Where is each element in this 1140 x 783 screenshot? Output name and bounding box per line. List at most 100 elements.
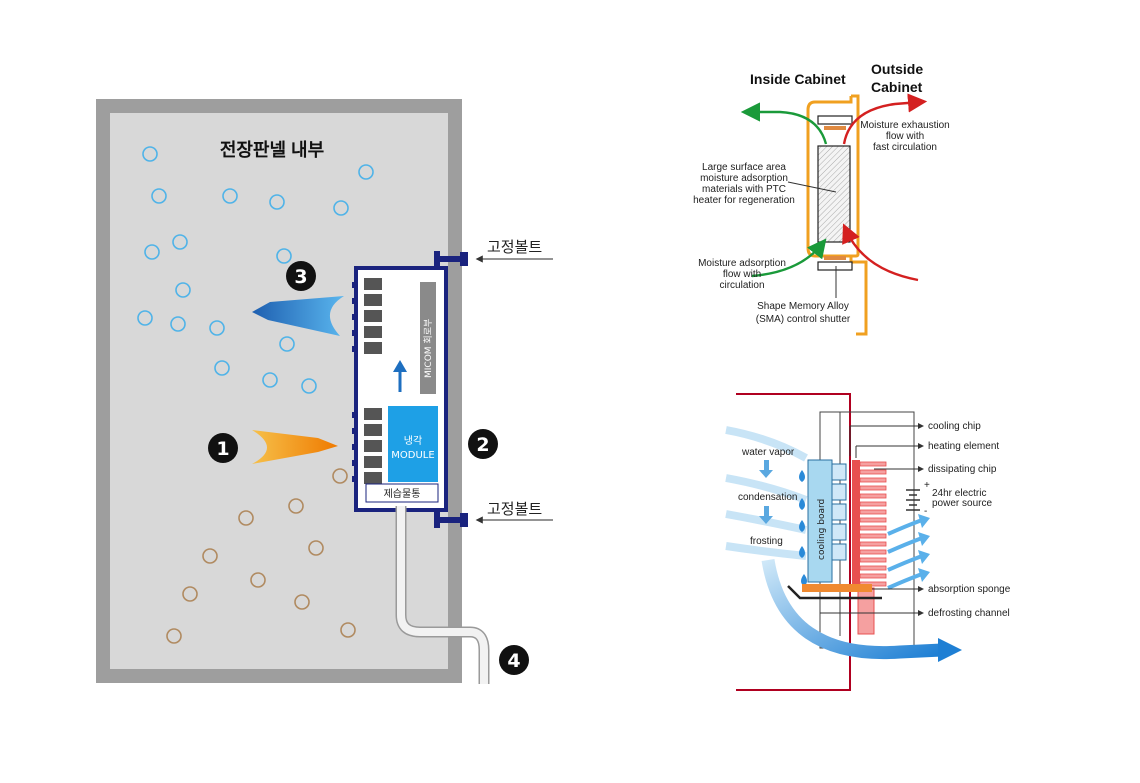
label-defrosting-channel: defrosting channel: [928, 608, 1010, 619]
svg-text:1: 1: [216, 438, 229, 460]
cooling-module-label-2: MODULE: [391, 450, 434, 461]
moist-air-bubble: [332, 468, 348, 484]
power-label-2: power source: [932, 498, 992, 509]
svg-text:flow with: flow with: [723, 269, 761, 280]
micom-board: [420, 282, 436, 394]
label-water-vapor: water vapor: [741, 447, 795, 458]
svg-text:Moisture adsorption: Moisture adsorption: [698, 258, 786, 269]
bottom-shutter: [817, 261, 853, 271]
fin: [859, 501, 887, 507]
dissipating-fins: [859, 461, 887, 587]
fin: [859, 573, 887, 579]
exhaust-label: Moisture exhaustion flow with fast circu…: [860, 120, 950, 153]
svg-text:Moisture exhaustion: Moisture exhaustion: [860, 120, 950, 131]
fin: [859, 541, 887, 547]
edge-ticks: [352, 282, 356, 482]
dry-air-bubble: [172, 234, 188, 250]
dry-air-bubble: [144, 244, 160, 260]
bolt-label-bottom: 고정볼트: [487, 500, 542, 518]
fin: [859, 533, 887, 539]
cabinet-wall-red: [736, 393, 851, 691]
svg-text:4: 4: [507, 650, 520, 672]
fixing-bolt-top: [434, 251, 468, 267]
moist-air-bubble: [166, 628, 182, 644]
absorption-sponge: [802, 584, 872, 592]
dry-air-bubble: [209, 320, 225, 336]
dry-air-bubble: [262, 372, 278, 388]
top-right-diagram: Inside Cabinet Outside Cabinet Moisture …: [693, 61, 950, 336]
power-label-1: 24hr electric: [932, 488, 986, 499]
fin: [859, 517, 887, 523]
moisture-bubbles: [137, 146, 374, 644]
exhaust-flow-top: [842, 93, 928, 145]
top-shutter: [817, 115, 853, 125]
dry-air-bubble: [358, 164, 374, 180]
outside-cabinet-label-1: Outside: [871, 61, 923, 77]
adsorption-material: [817, 145, 851, 243]
fin: [859, 493, 887, 499]
label-dissipating-chip: dissipating chip: [928, 464, 997, 475]
svg-text:materials with PTC: materials with PTC: [702, 184, 786, 195]
material-label: Large surface area moisture adsorption m…: [693, 162, 795, 206]
exhaust-flow-bottom: [842, 223, 919, 282]
minus-sign: -: [924, 506, 927, 517]
defrosting-channel: [787, 585, 882, 600]
sma-label: Shape Memory Alloy (SMA) control shutter: [756, 301, 851, 325]
fin: [859, 557, 887, 563]
fin: [859, 477, 887, 483]
fin: [859, 485, 887, 491]
bolt-label-top: 고정볼트: [487, 238, 542, 256]
dry-air-bubble: [222, 188, 238, 204]
dry-air-bubble: [279, 336, 295, 352]
leader-lines: [820, 425, 918, 614]
dry-air-bubble: [137, 310, 153, 326]
dry-air-bubble: [301, 378, 317, 394]
dry-air-bubble: [333, 200, 349, 216]
label-cooling-chip: cooling chip: [928, 421, 981, 432]
warm-exhaust-arrows: [887, 518, 923, 590]
moist-air-bubble: [182, 586, 198, 602]
up-airflow-arrow: [393, 360, 407, 392]
cooling-board: [807, 459, 833, 583]
fixing-bolt-bottom: [434, 512, 468, 528]
outside-cabinet-label-2: Cabinet: [871, 79, 923, 95]
svg-text:circulation: circulation: [719, 280, 764, 291]
svg-text:Shape Memory Alloy: Shape Memory Alloy: [757, 301, 849, 312]
moist-air-bubble: [294, 594, 310, 610]
circulation-flow-top: [740, 102, 828, 145]
moist-air-bubble: [202, 548, 218, 564]
vent-slots-top: [364, 278, 382, 354]
micom-label: MICOM 회로부: [423, 319, 434, 378]
marker-4: 4: [499, 645, 529, 675]
moist-air-bubble: [250, 572, 266, 588]
cooling-module-label-1: 냉각: [404, 435, 422, 447]
dry-air-bubble: [151, 188, 167, 204]
panel-interior-title: 전장판넬 내부: [220, 140, 324, 160]
heating-element: [852, 460, 860, 588]
label-absorption-sponge: absorption sponge: [928, 584, 1011, 595]
adsorption-flow-bottom: [751, 238, 827, 278]
svg-text:flow with: flow with: [886, 131, 924, 142]
svg-text:(SMA) control shutter: (SMA) control shutter: [756, 314, 851, 325]
battery-icon: [906, 489, 920, 511]
plus-sign: +: [924, 480, 930, 491]
moist-air-bubble: [288, 498, 304, 514]
dry-air-bubble: [175, 282, 191, 298]
fin: [859, 461, 887, 467]
dry-air-out-arrow: [252, 296, 344, 336]
fin: [859, 525, 887, 531]
vapor-stripes: [725, 426, 808, 560]
dry-air-bubble: [170, 316, 186, 332]
moist-air-bubble: [238, 510, 254, 526]
water-drops: [799, 470, 807, 586]
drain-tank-label: 제습물통: [384, 488, 421, 500]
marker-3: 3: [286, 261, 316, 291]
cooling-board-label: cooling board: [817, 499, 827, 560]
fin: [859, 565, 887, 571]
dry-air-bubble: [214, 360, 230, 376]
marker-1: 1: [208, 433, 238, 463]
drain-tank: [365, 483, 439, 503]
vent-slots-bottom: [364, 408, 382, 484]
heat-sink-base: [857, 587, 875, 635]
inside-cabinet-label: Inside Cabinet: [750, 71, 846, 87]
